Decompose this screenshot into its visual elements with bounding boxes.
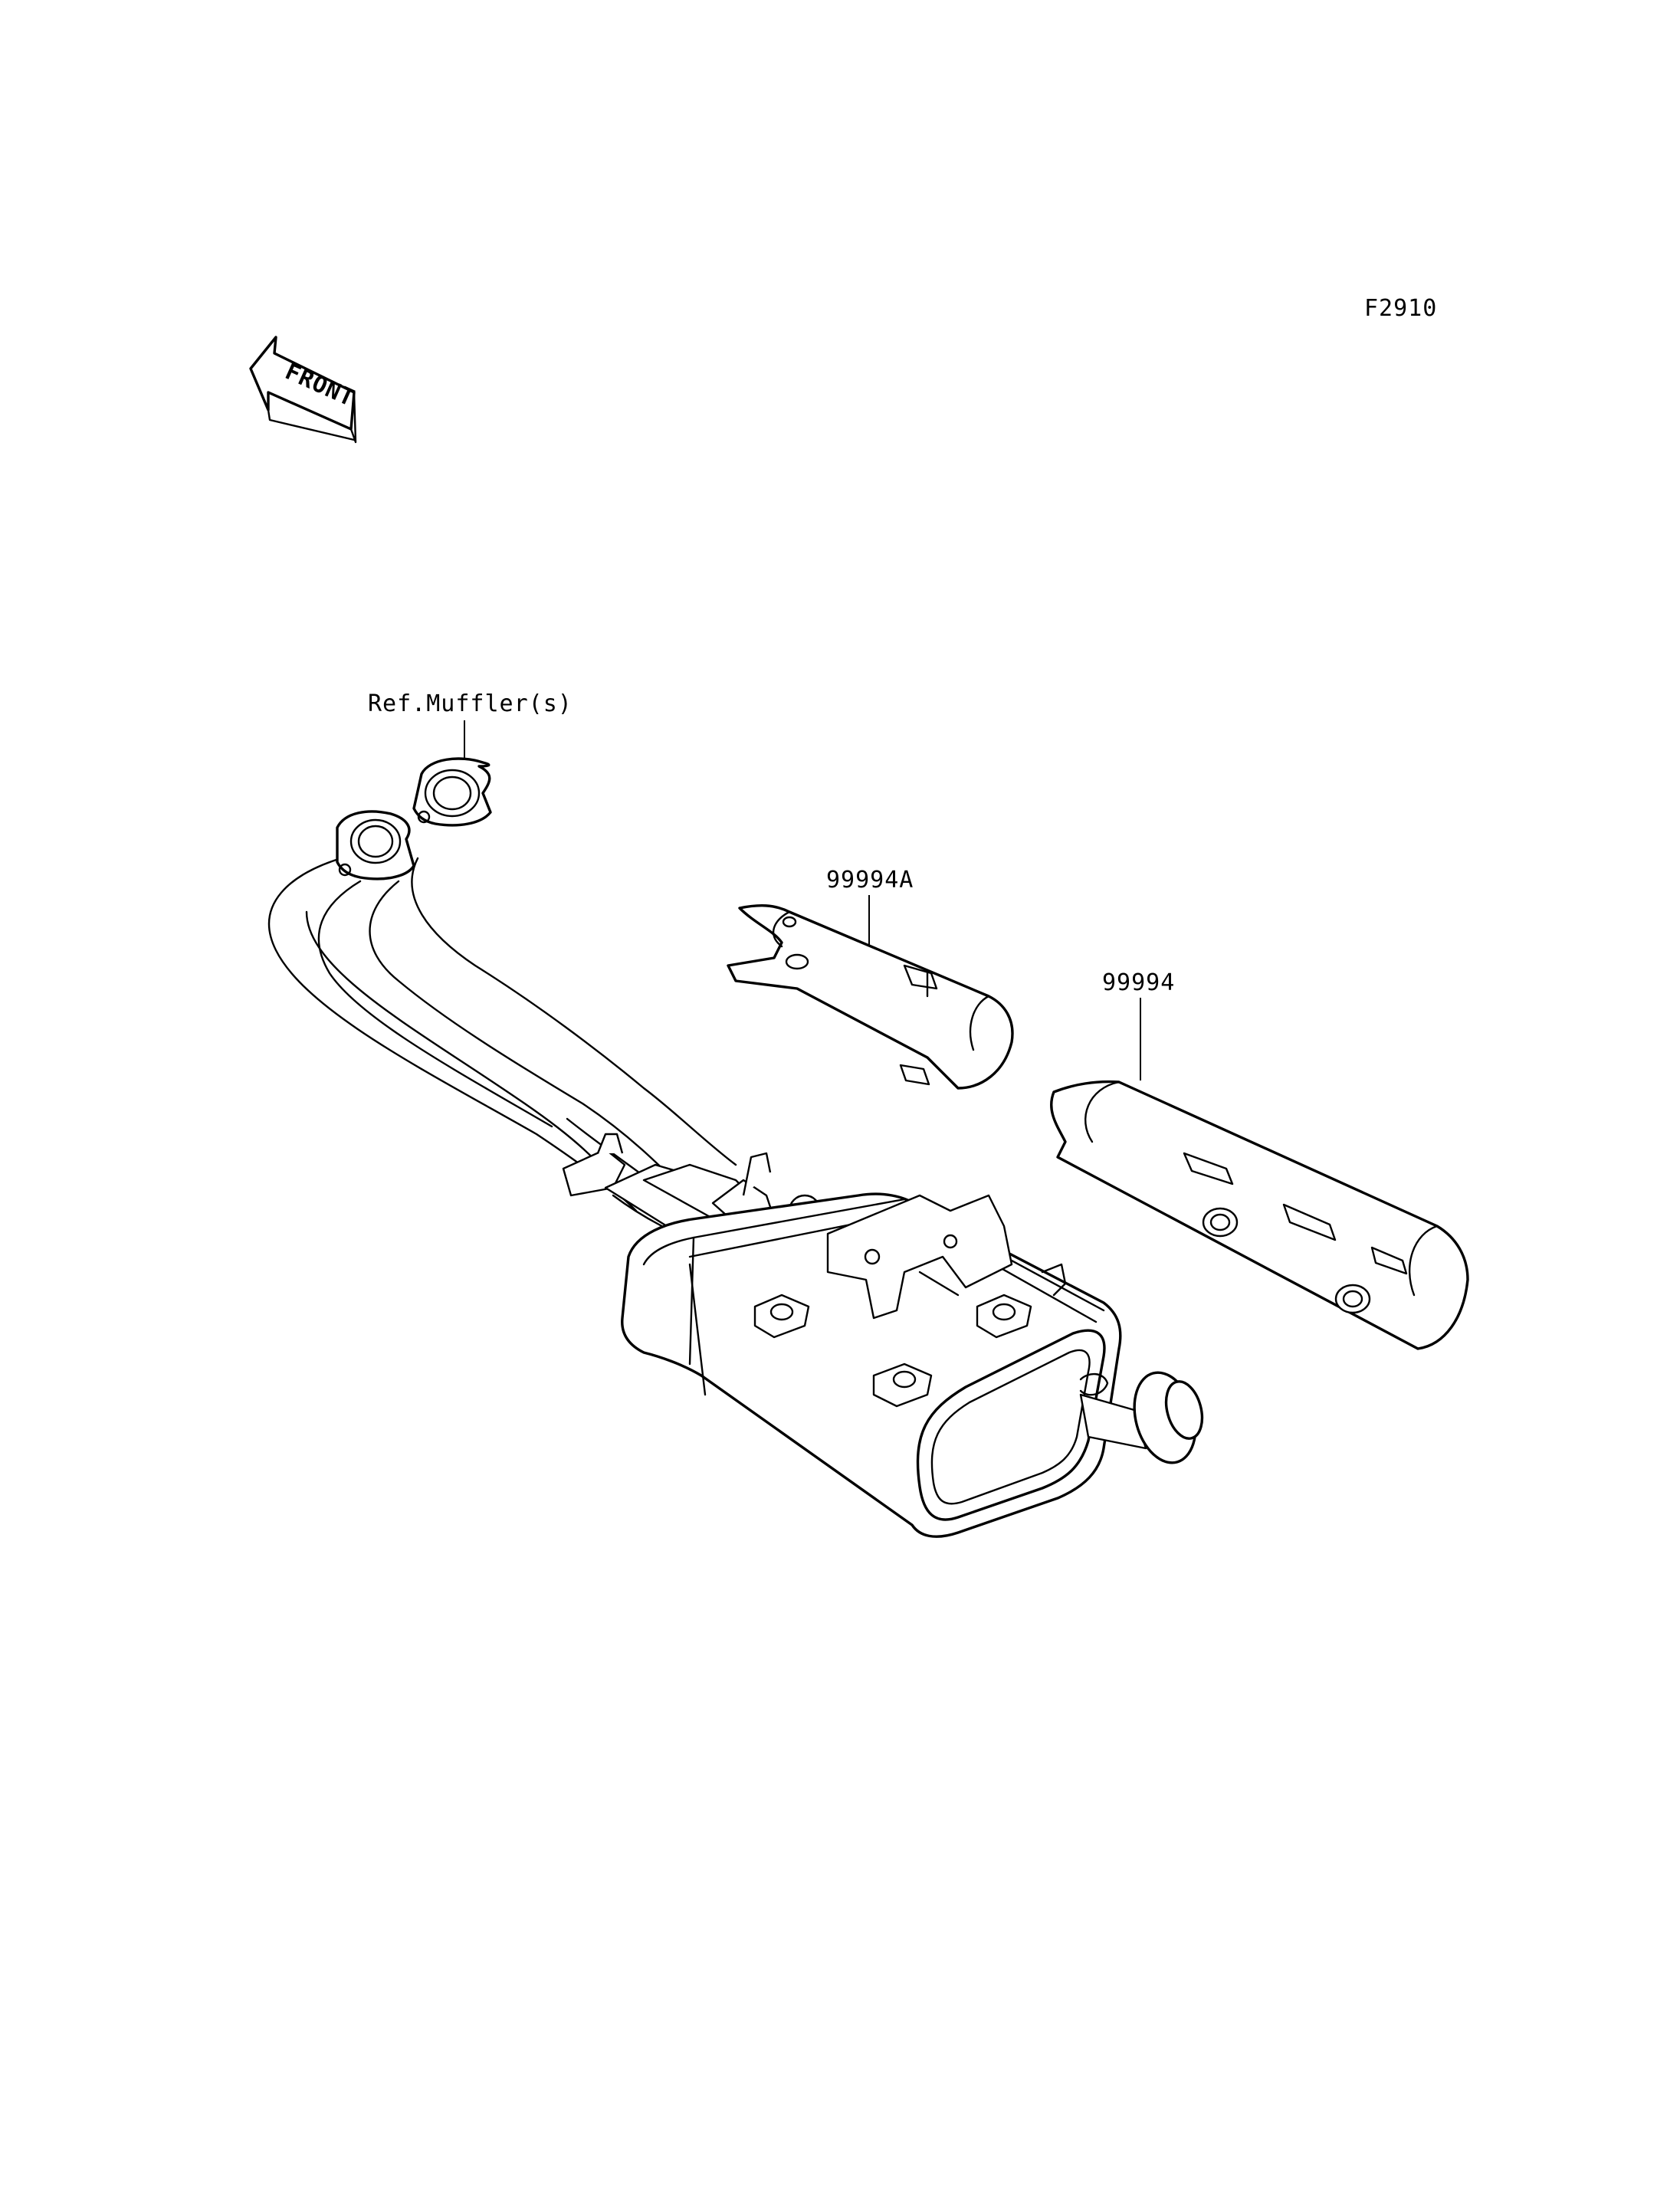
mount-tab-1 xyxy=(753,1294,810,1339)
mount-tab-2 xyxy=(976,1294,1032,1339)
header-flange-left xyxy=(336,810,415,880)
part-99994-label: 99994 xyxy=(1102,969,1175,996)
header-flange-right xyxy=(412,757,492,827)
heat-guard-99994a xyxy=(727,904,1014,1090)
muffler-body xyxy=(621,1192,1204,1538)
mount-tab-3 xyxy=(872,1362,933,1408)
muffler-top-bracket xyxy=(826,1194,1067,1320)
heat-guard-99994 xyxy=(1050,1080,1469,1350)
exhaust-header-pipes xyxy=(267,857,822,1289)
figure-code: F2910 xyxy=(1364,295,1437,322)
front-direction-arrow-icon: FRONT xyxy=(249,336,359,444)
part-99994a-label: 99994A xyxy=(826,867,914,894)
ref-mufflers-label: Ref.Muffler(s) xyxy=(368,690,573,717)
